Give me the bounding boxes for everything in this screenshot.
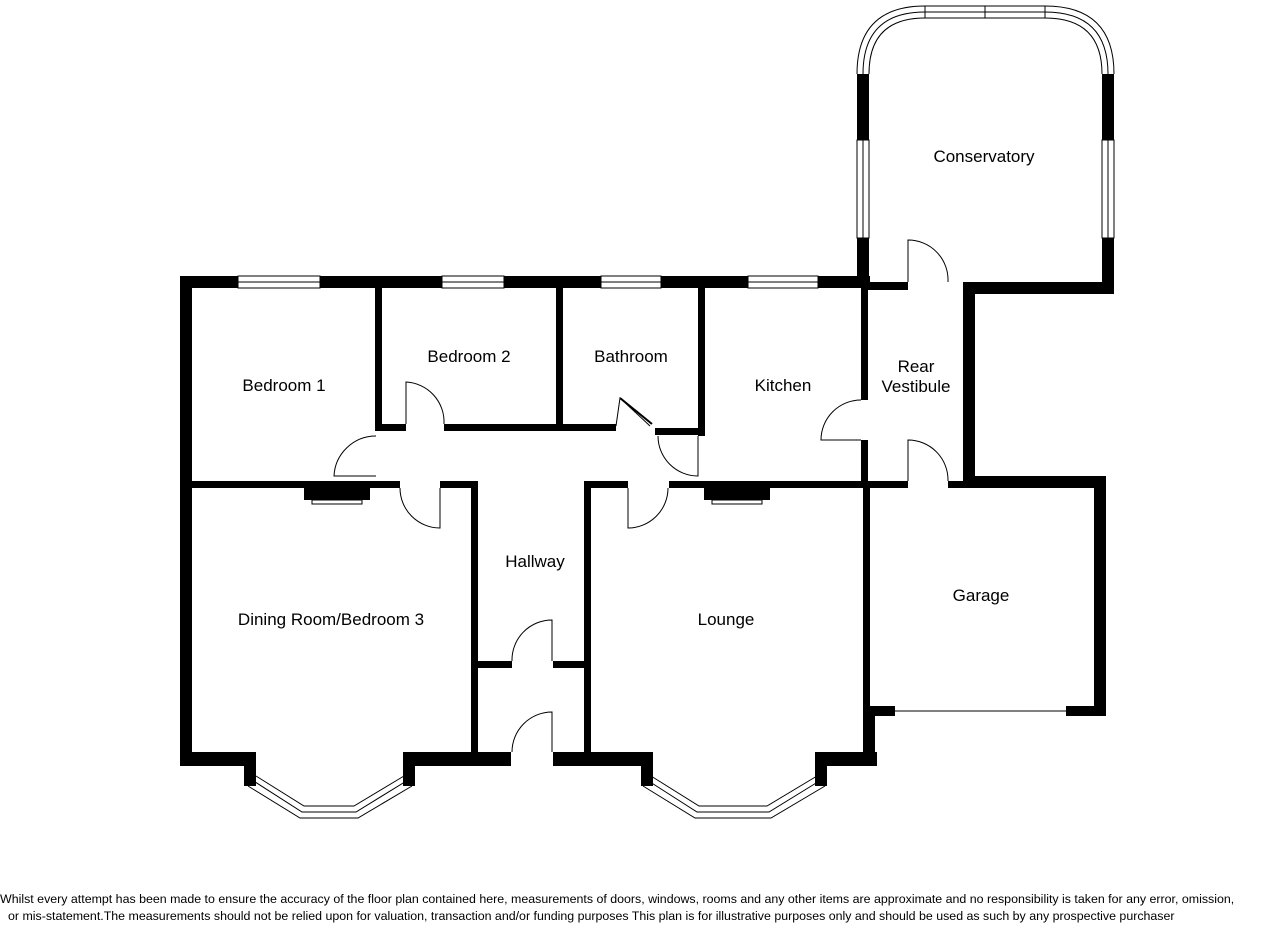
label-hallway: Hallway xyxy=(505,552,565,571)
bay-windows xyxy=(247,775,826,819)
label-rear-vestibule-line2: Vestibule xyxy=(882,377,951,396)
disclaimer: Whilst every attempt has been made to en… xyxy=(0,891,1264,925)
label-bedroom-2: Bedroom 2 xyxy=(427,347,510,366)
interior-walls xyxy=(192,282,970,753)
floor-plan: Conservatory Bedroom 1 Bedroom 2 Bathroo… xyxy=(180,5,1115,819)
label-rear-vestibule-line1: Rear xyxy=(898,357,935,376)
disclaimer-line-2: or mis-statement.The measurements should… xyxy=(8,909,1175,923)
label-lounge: Lounge xyxy=(698,610,755,629)
doors xyxy=(333,239,949,753)
disclaimer-line-1: Whilst every attempt has been made to en… xyxy=(0,892,1235,906)
label-kitchen: Kitchen xyxy=(755,376,812,395)
label-conservatory: Conservatory xyxy=(933,147,1035,166)
windows xyxy=(237,139,1115,712)
label-bedroom-1: Bedroom 1 xyxy=(242,376,325,395)
label-dining-room: Dining Room/Bedroom 3 xyxy=(238,610,424,629)
conservatory-roof-window xyxy=(856,5,1115,75)
label-bathroom: Bathroom xyxy=(594,347,668,366)
fireplaces xyxy=(304,486,770,505)
outer-walls xyxy=(180,74,1114,786)
label-garage: Garage xyxy=(953,586,1010,605)
